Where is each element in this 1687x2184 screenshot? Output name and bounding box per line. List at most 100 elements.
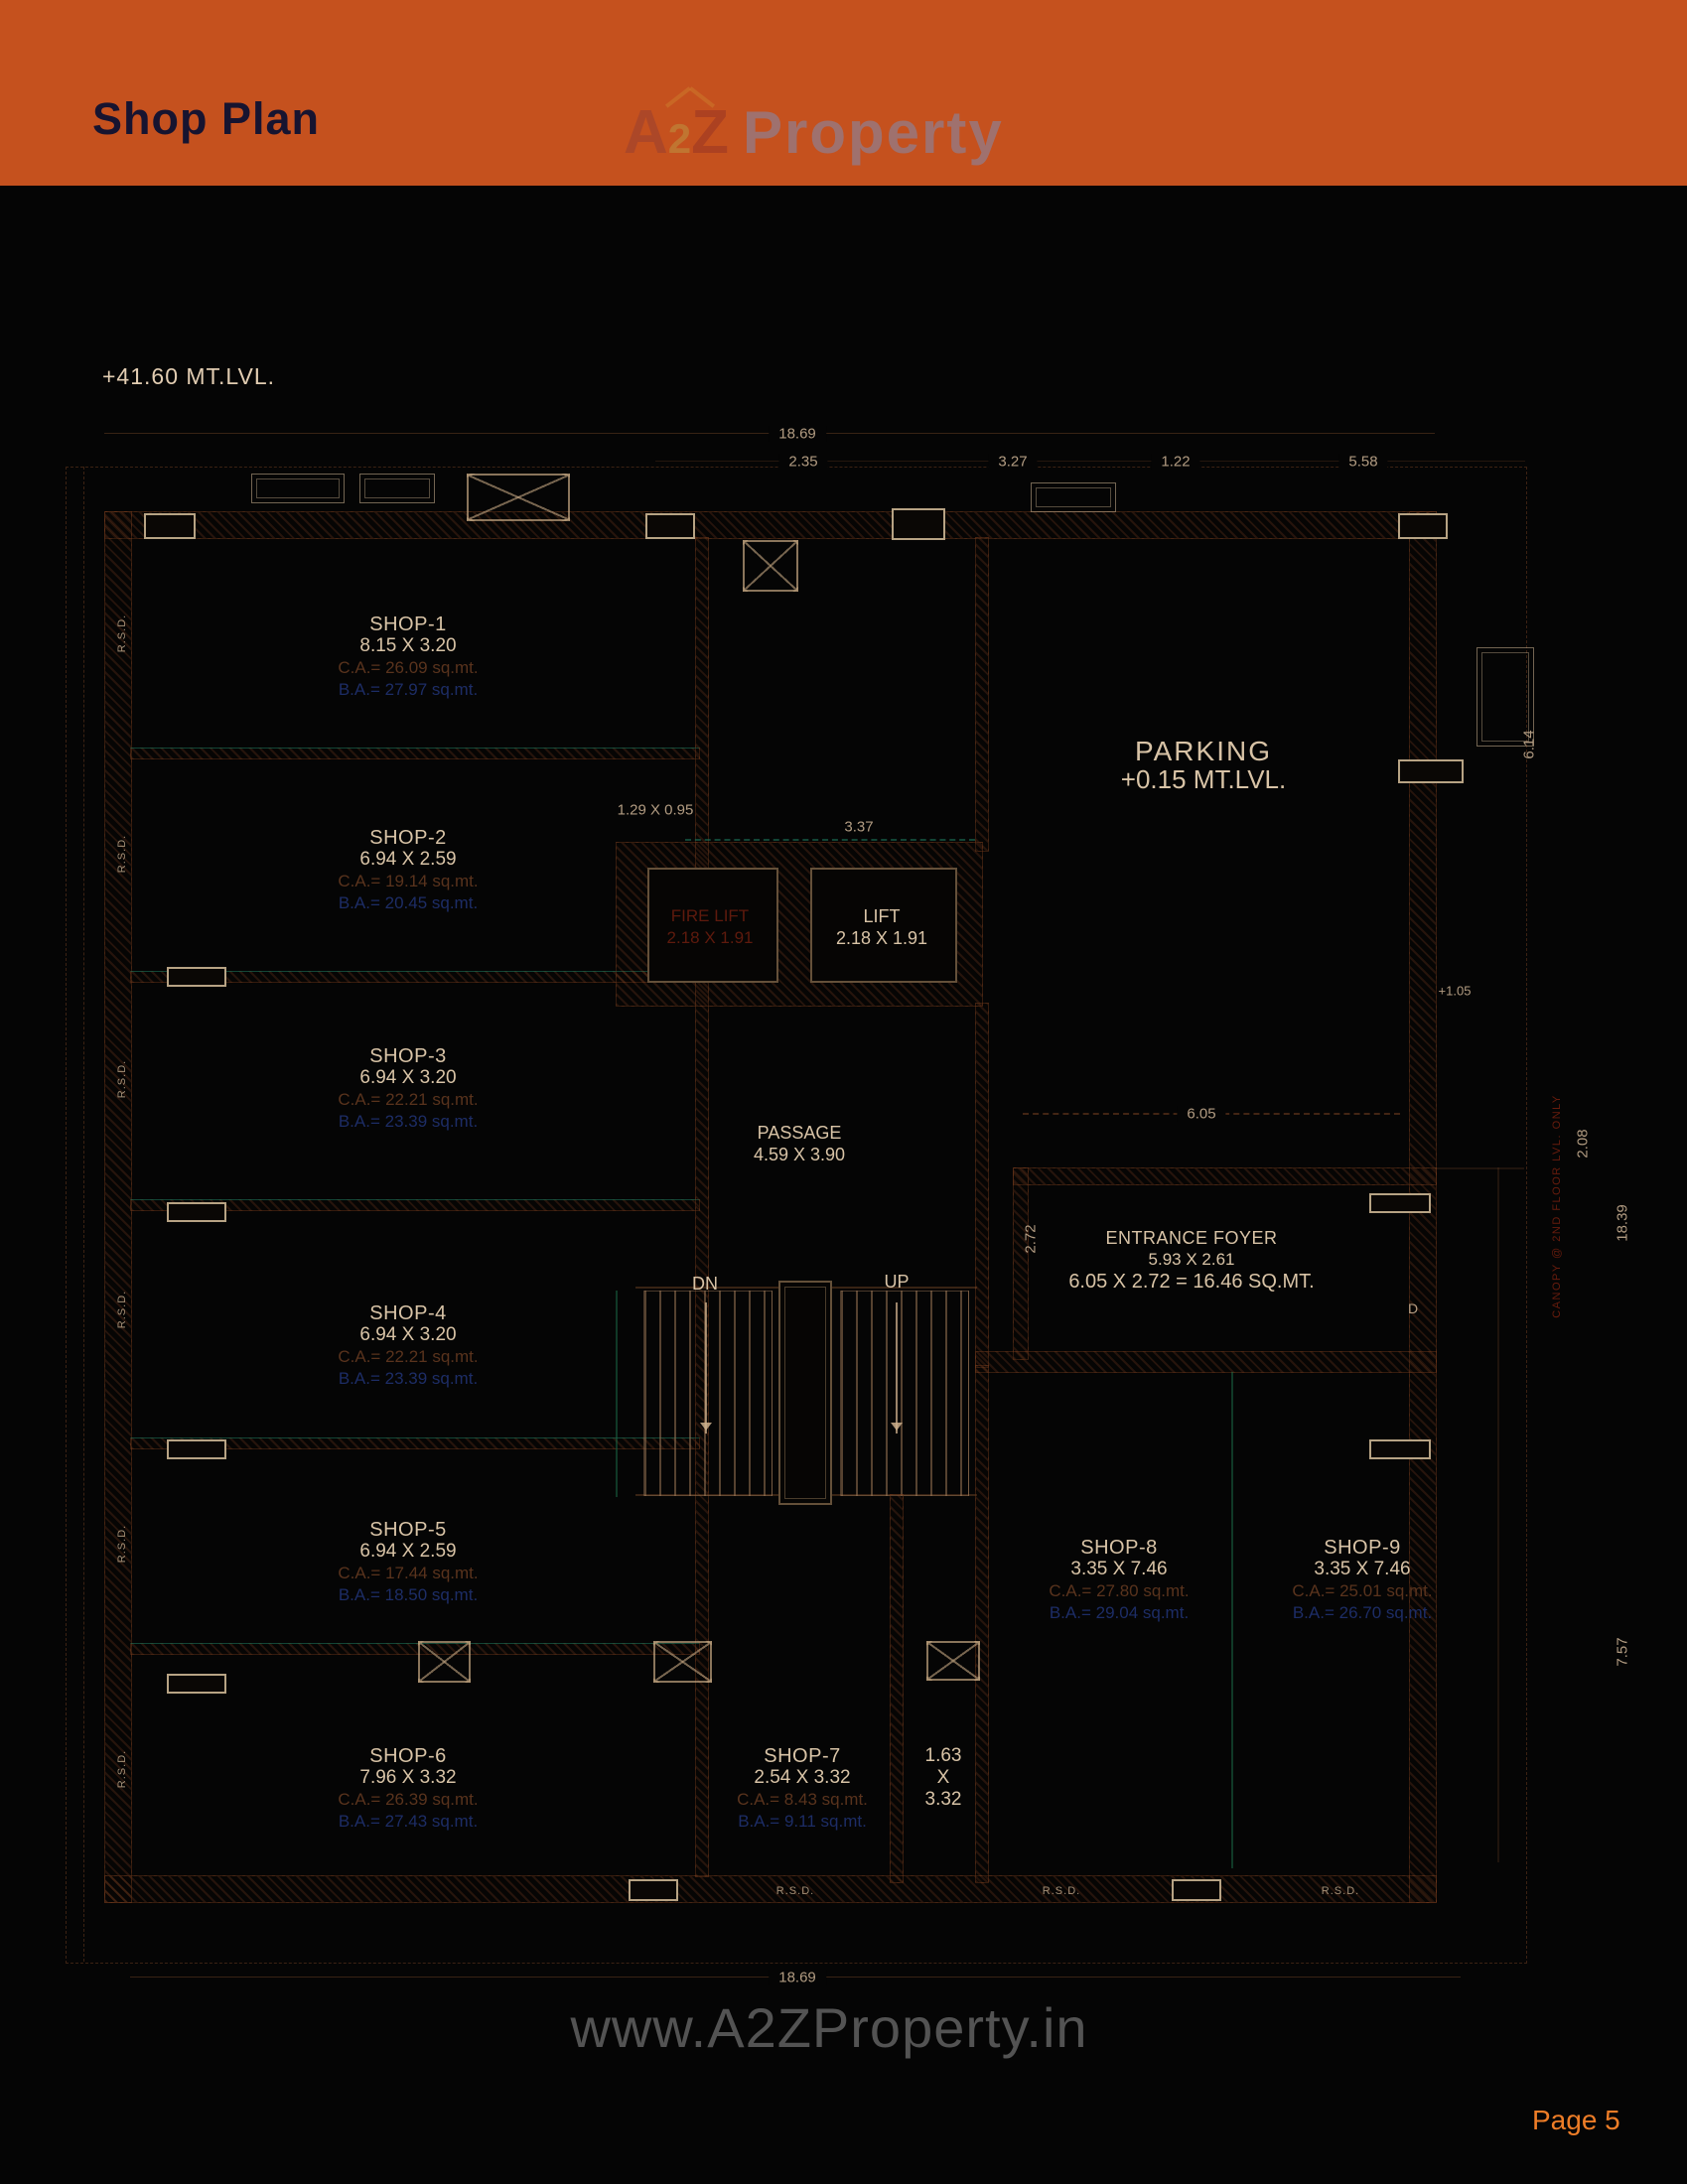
shop-size: 6.94 X 2.59: [359, 849, 457, 870]
shop-builtup-area: B.A.= 27.43 sq.mt.: [338, 1812, 479, 1831]
column-marker: [892, 508, 945, 540]
column-marker: [167, 1202, 226, 1222]
shop-5-label: SHOP-5 6.94 X 2.59 C.A.= 17.44 sq.mt. B.…: [338, 1519, 478, 1606]
page-number: Page 5: [1532, 2105, 1620, 2135]
plan-boundary: [66, 467, 1527, 1964]
dim-right-upper: 6.14: [1520, 730, 1538, 759]
shop-carpet-area: C.A.= 27.80 sq.mt.: [1049, 1581, 1190, 1600]
shop-size: 2.54 X 3.32: [754, 1767, 851, 1788]
shop-builtup-area: B.A.= 18.50 sq.mt.: [338, 1585, 479, 1604]
shop-4-label: SHOP-4 6.94 X 3.20 C.A.= 22.21 sq.mt. B.…: [338, 1302, 478, 1390]
dim-foyer-height: 2.72: [1022, 1224, 1040, 1254]
dimension-line: [655, 461, 1525, 462]
wall-parking-left-upper: [975, 537, 989, 852]
window-marker: [359, 474, 435, 503]
door-mark: D: [1407, 1300, 1419, 1316]
shaft-x-marker: [743, 540, 798, 592]
shaft-x-marker: [926, 1641, 980, 1681]
shop-3-label: SHOP-3 6.94 X 3.20 C.A.= 22.21 sq.mt. B.…: [338, 1045, 478, 1133]
fire-lift-name: FIRE LIFT: [670, 906, 750, 925]
wall-foyer-top: [1013, 1167, 1437, 1185]
column-marker: [629, 1879, 678, 1901]
shop-carpet-area: C.A.= 22.21 sq.mt.: [338, 1347, 479, 1366]
dim-right-lower: 7.57: [1614, 1637, 1631, 1667]
lift-size: 2.18 X 1.91: [835, 928, 928, 948]
shop-name: SHOP-5: [369, 1519, 447, 1541]
shop-size: 7.96 X 3.32: [359, 1767, 457, 1788]
passage-size: 4.59 X 3.90: [753, 1145, 846, 1164]
shop-size: 8.15 X 3.20: [359, 635, 457, 656]
dim-top-total: 18.69: [769, 425, 826, 443]
column-marker: [645, 513, 695, 539]
shop-carpet-area: C.A.= 26.39 sq.mt.: [338, 1790, 479, 1809]
stair-treads-left: [643, 1291, 773, 1496]
fire-lift-size: 2.18 X 1.91: [666, 928, 754, 947]
column-marker: [1398, 513, 1448, 539]
shop-carpet-area: C.A.= 17.44 sq.mt.: [338, 1564, 479, 1582]
stair-down-arrow-icon: [700, 1302, 712, 1433]
shop-carpet-area: C.A.= 19.14 sq.mt.: [338, 872, 479, 890]
shop-size: 3.35 X 7.46: [1314, 1559, 1411, 1579]
shop-name: SHOP-8: [1080, 1537, 1158, 1559]
shaft-x-marker: [653, 1641, 712, 1683]
shop-carpet-area: C.A.= 22.21 sq.mt.: [338, 1090, 479, 1109]
shop-builtup-area: B.A.= 20.45 sq.mt.: [338, 893, 479, 912]
rsd-label: R.S.D.: [116, 1290, 128, 1329]
logo-letter-z: Z: [691, 98, 730, 167]
shop-1-label: SHOP-1 8.15 X 3.20 C.A.= 26.09 sq.mt. B.…: [338, 614, 478, 701]
lift-label: LIFT 2.18 X 1.91: [836, 905, 927, 949]
dim-right-mid: 2.08: [1574, 1129, 1592, 1159]
logo-letter-2: 2: [667, 115, 692, 162]
window-marker: [1031, 482, 1116, 512]
logo-letter-a: A: [624, 98, 668, 167]
rsd-label: R.S.D.: [116, 1059, 128, 1099]
passage-name: PASSAGE: [757, 1123, 842, 1143]
canopy-note: CANOPY @ 2ND FLOOR LVL. ONLY: [1551, 1094, 1563, 1318]
fire-lift-cab: [647, 868, 778, 983]
passage-label: PASSAGE 4.59 X 3.90: [754, 1122, 845, 1165]
canopy-line: [1497, 1167, 1499, 1862]
level-label: +41.60 MT.LVL.: [102, 363, 276, 389]
shop-name: SHOP-1: [369, 614, 447, 635]
shaft-x-marker: [418, 1641, 471, 1683]
dim-bottom-total: 18.69: [769, 1969, 826, 1986]
window-marker: [1476, 647, 1534, 747]
lift-name: LIFT: [863, 906, 901, 926]
stair-side-line: [616, 1291, 618, 1497]
shop-carpet-area: C.A.= 8.43 sq.mt.: [737, 1790, 868, 1809]
side-strip-dim: 1.63 X 3.32: [925, 1745, 962, 1811]
shop-carpet-area: C.A.= 25.01 sq.mt.: [1292, 1581, 1433, 1600]
wall-shop-divider: [130, 1643, 700, 1655]
lift-top-line: [685, 839, 975, 841]
stair-well: [778, 1281, 832, 1505]
parking-level: +0.15 MT.LVL.: [1120, 764, 1287, 794]
dim-top-seg1: 2.35: [778, 453, 828, 471]
wall-shop8-left: [975, 1365, 989, 1883]
shop-name: SHOP-4: [369, 1302, 447, 1324]
entrance-foyer-label: ENTRANCE FOYER 5.93 X 2.61 6.05 X 2.72 =…: [1068, 1227, 1314, 1293]
column-marker: [167, 1674, 226, 1694]
shaft-x-marker: [467, 474, 570, 521]
site-watermark: www.A2ZProperty.in: [570, 1996, 1088, 2059]
dn-text: DN: [692, 1274, 718, 1294]
logo-word-property: Property: [743, 99, 1004, 166]
wall-foyer-bottom: [975, 1351, 1437, 1373]
shop-name: SHOP-9: [1324, 1537, 1401, 1559]
canopy-line: [1435, 1167, 1524, 1169]
stair-treads-right: [840, 1291, 969, 1496]
column-marker: [1172, 1879, 1221, 1901]
up-text: UP: [884, 1272, 910, 1292]
shop-name: SHOP-3: [369, 1045, 447, 1067]
stair-dn-label: DN: [692, 1273, 718, 1295]
shop-name: SHOP-6: [369, 1745, 447, 1767]
shop-8-label: SHOP-8 3.35 X 7.46 C.A.= 27.80 sq.mt. B.…: [1049, 1537, 1189, 1624]
parking-name: PARKING: [1135, 736, 1272, 766]
logo-roof-icon: [664, 86, 692, 108]
rsd-label: R.S.D.: [1321, 1885, 1360, 1897]
column-marker: [1369, 1439, 1431, 1459]
shop-name: SHOP-7: [764, 1745, 841, 1767]
wall-top: [104, 511, 1437, 539]
wall-shop7-right: [890, 1494, 904, 1883]
